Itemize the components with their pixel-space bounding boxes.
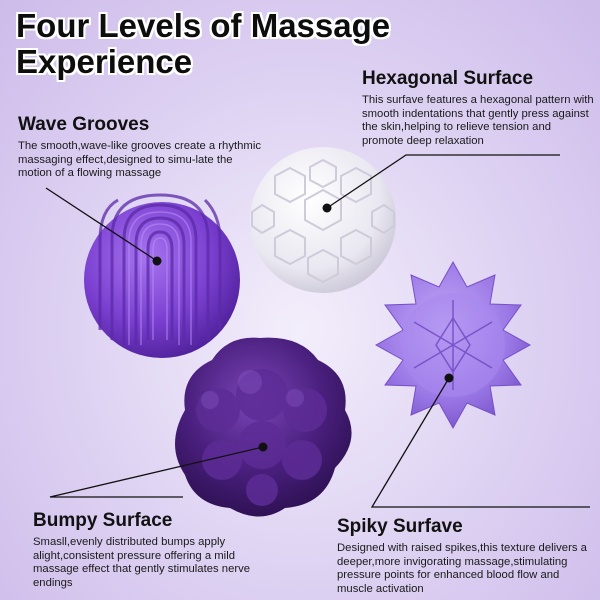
bumpy-surface-section: Bumpy Surface Smasll,evenly distributed … — [33, 510, 278, 590]
title-line-1: Four Levels of Massage — [16, 7, 391, 44]
wave-anchor-dot — [152, 256, 162, 266]
spiky-surface-section: Spiky Surfave Designed with raised spike… — [337, 516, 595, 596]
leader-lines — [45, 154, 590, 508]
hexagonal-surface-section: Hexagonal Surface This surfave features … — [362, 68, 594, 148]
anchor-dots — [152, 203, 454, 452]
wave-grooves-heading: Wave Grooves — [18, 114, 150, 135]
bumpy-anchor-dot — [258, 442, 268, 452]
page-title: Four Levels of Massage Experience — [16, 8, 436, 80]
wave-groove-ball — [84, 193, 240, 358]
hexagonal-surface-heading: Hexagonal Surface — [362, 68, 534, 89]
wave-grooves-section: Wave Grooves The smooth,wave-like groove… — [18, 114, 268, 181]
bumpy-ball — [175, 337, 352, 517]
hexagonal-ball — [250, 147, 396, 293]
hexagonal-surface-description: This surfave features a hexagonal patter… — [362, 94, 594, 147]
spiky-anchor-dot — [444, 373, 454, 383]
title-line-2: Experience — [16, 43, 193, 80]
bumpy-surface-description: Smasll,evenly distributed bumps apply al… — [33, 536, 251, 589]
spiky-ball — [374, 260, 532, 430]
hex-anchor-dot — [322, 203, 332, 213]
bumpy-surface-heading: Bumpy Surface — [33, 510, 173, 531]
spiky-surface-description: Designed with raised spikes,this texture… — [337, 542, 587, 595]
spiky-surface-heading: Spiky Surfave — [337, 516, 463, 537]
wave-grooves-description: The smooth,wave-like grooves create a rh… — [18, 140, 261, 179]
